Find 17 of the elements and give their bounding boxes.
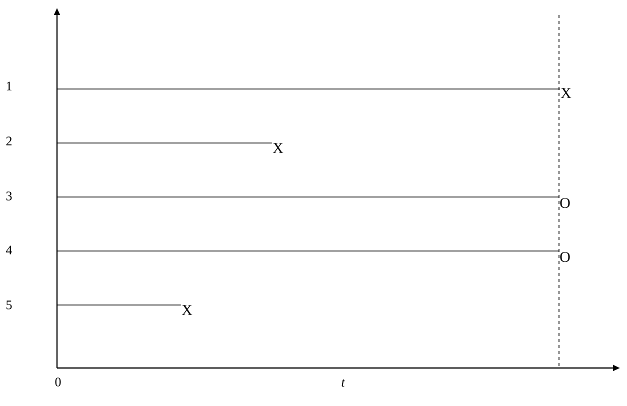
event-mark: X	[272, 143, 284, 153]
row-number: 5	[6, 300, 12, 310]
event-mark: X	[560, 88, 572, 98]
timeline	[56, 196, 560, 198]
timeline	[56, 304, 182, 306]
timeline	[56, 88, 560, 90]
timeline	[56, 250, 560, 252]
row-number: 4	[6, 246, 12, 254]
origin-label: 0	[55, 378, 61, 386]
event-mark: O	[560, 198, 570, 208]
row-number: 1	[6, 82, 12, 90]
row-number: 2	[6, 136, 12, 146]
row-number: 3	[6, 192, 12, 200]
timeline	[56, 142, 272, 144]
event-mark: O	[560, 252, 570, 262]
event-mark: X	[182, 305, 192, 315]
axis-label: t	[342, 379, 346, 387]
